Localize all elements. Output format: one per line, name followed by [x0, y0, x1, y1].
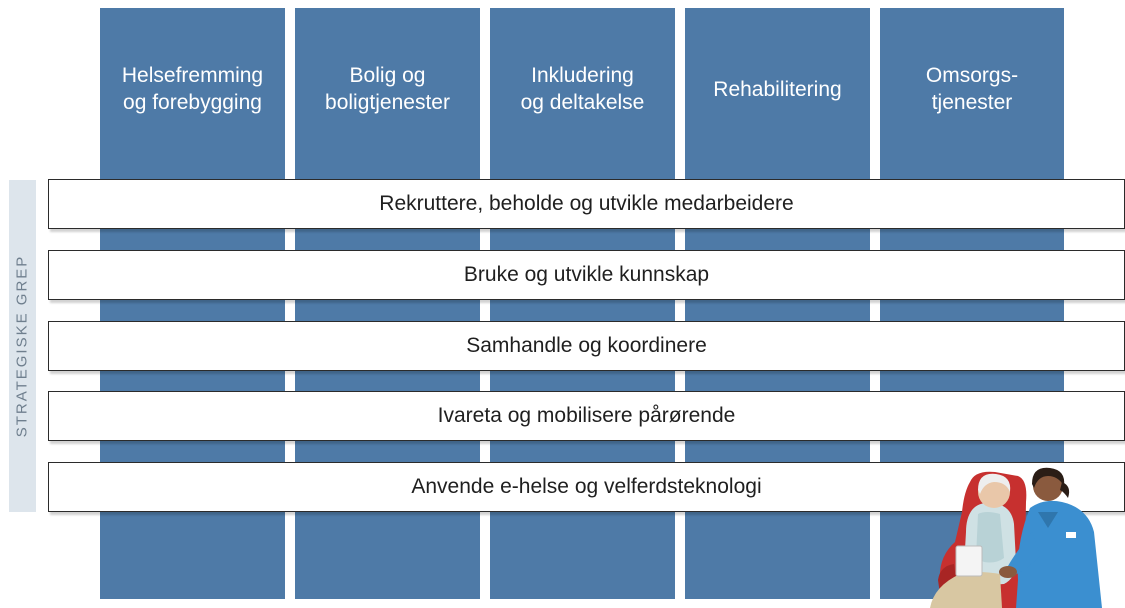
pillar-title: Rehabilitering: [713, 77, 842, 101]
strategic-grip-label: STRATEGISKE GREP: [13, 254, 31, 438]
pillar-title: Omsorgs- tjenester: [925, 64, 1019, 114]
band-samhandle: Samhandle og koordinere: [48, 321, 1125, 371]
caregiver-with-elderly-patient-icon: [930, 467, 1102, 608]
band-kunnskap: Bruke og utvikle kunnskap: [48, 250, 1125, 300]
band-parorende: Ivareta og mobilisere pårørende: [48, 391, 1125, 441]
pillar-title: Helsefremming og forebygging: [121, 64, 264, 114]
pillar-title: Bolig og boligtjenester: [325, 64, 450, 114]
strategic-grip-bar: [9, 180, 36, 512]
pillar-title: Inkludering og deltakelse: [520, 64, 645, 114]
band-rekruttere: Rekruttere, beholde og utvikle medarbeid…: [48, 179, 1125, 229]
band-ehelse: Anvende e-helse og velferdsteknologi: [48, 462, 1125, 512]
